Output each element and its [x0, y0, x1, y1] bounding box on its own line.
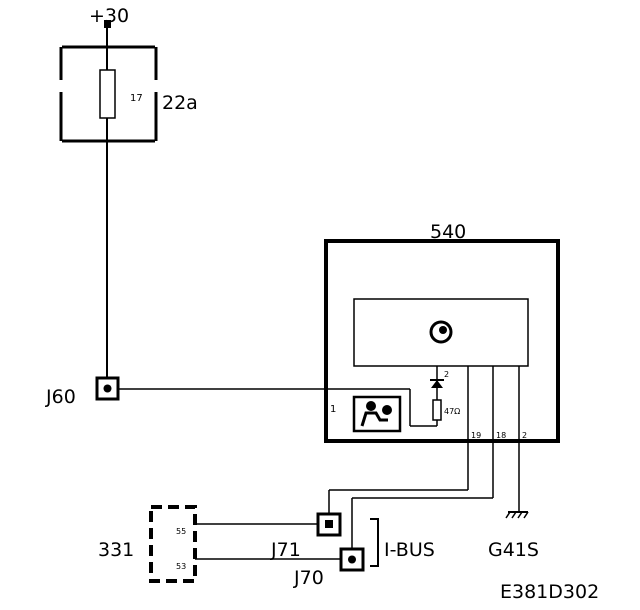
j71-label: J71	[270, 539, 301, 561]
connector-331-pin-top: 55	[176, 527, 186, 536]
bus-label: I-BUS	[384, 539, 435, 561]
module-center-symbol	[429, 320, 453, 344]
j71-node	[325, 520, 333, 528]
diode-symbol	[430, 379, 444, 388]
j60-label: J60	[45, 386, 76, 408]
resistor-label: 47Ω	[444, 407, 460, 416]
j60-node	[103, 384, 112, 393]
airbag-indicator-icon	[352, 395, 402, 433]
j70-node	[348, 555, 356, 564]
connector-331-box	[149, 505, 197, 583]
fuse-number: 17	[130, 93, 143, 104]
module-pin-bus-b: 18	[496, 431, 506, 440]
module-inner-panel	[353, 298, 529, 367]
bus-bracket	[370, 518, 379, 567]
j70-label: J70	[293, 567, 324, 589]
fuse-component-id: 22a	[162, 92, 198, 114]
ground-label: G41S	[488, 539, 539, 561]
module-pin-power: 1	[330, 404, 336, 415]
supply-label: +30	[89, 5, 129, 27]
fuse-element	[99, 69, 116, 119]
module-pin-bus-a: 19	[471, 431, 481, 440]
figure-id: E381D302	[500, 581, 599, 603]
connector-331-label: 331	[98, 539, 134, 561]
supply-terminal	[104, 20, 111, 28]
fuse-box	[59, 45, 158, 143]
diode-label: 2	[444, 370, 449, 379]
module-pin-ground: 2	[522, 431, 527, 440]
ground-symbol-icon	[505, 511, 529, 519]
connector-331-pin-bottom: 53	[176, 562, 186, 571]
module-box	[324, 239, 560, 443]
resistor-symbol	[432, 399, 442, 421]
module-component-id: 540	[430, 221, 466, 243]
